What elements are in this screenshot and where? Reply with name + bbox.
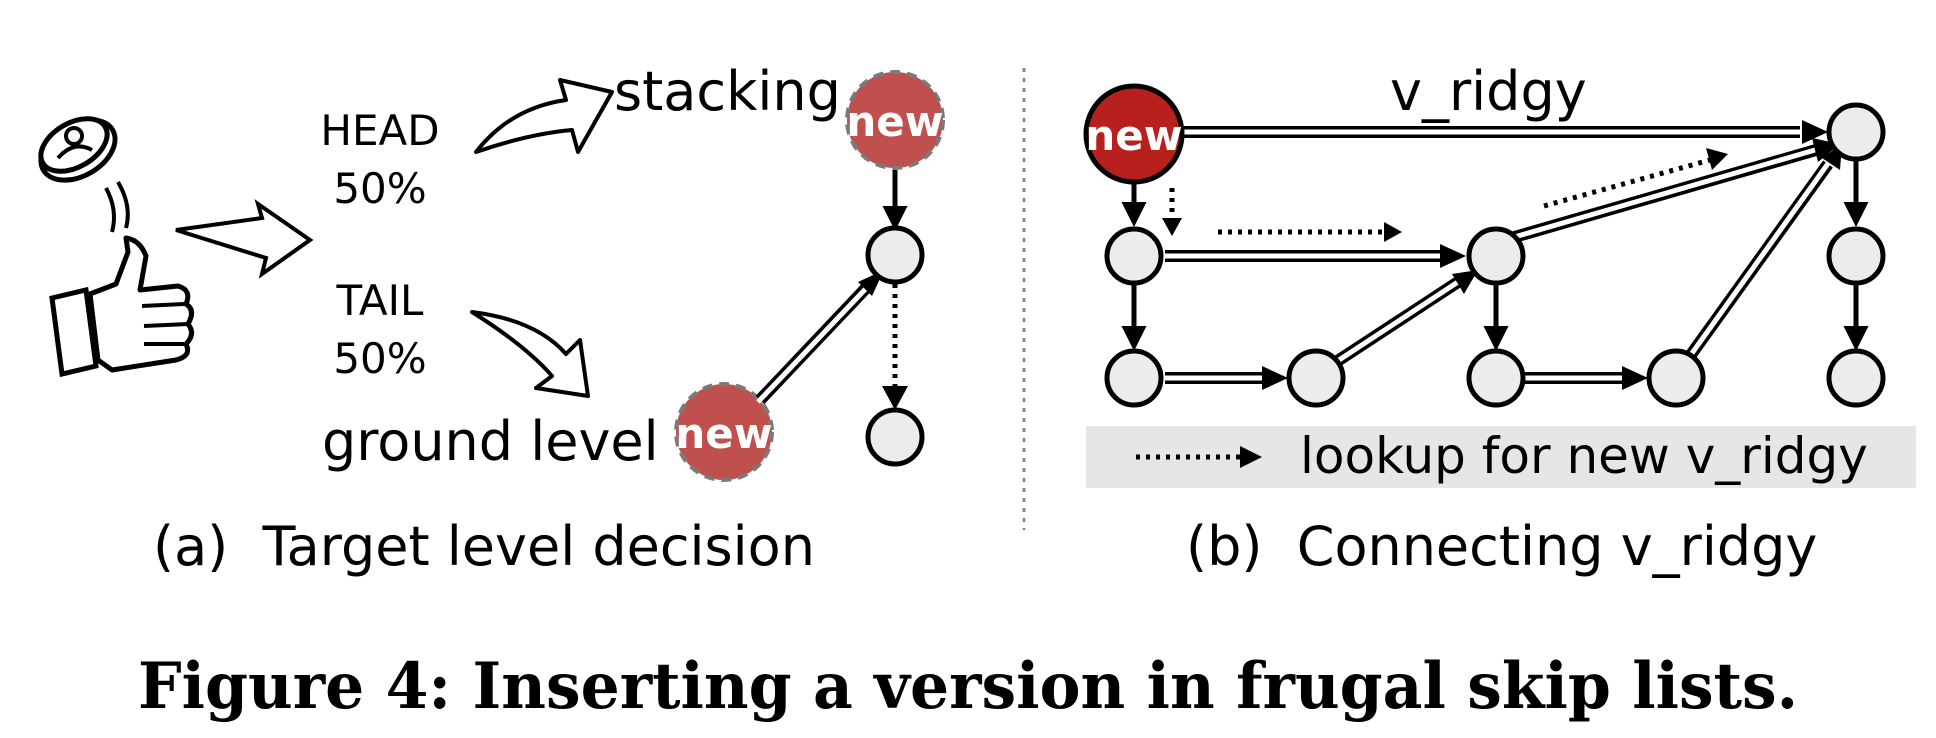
skip-node [1104,226,1164,286]
skip-node [1286,348,1346,408]
caption-a: (a) Target level decision [153,515,815,578]
legend-text: lookup for new v_ridgy [1300,427,1868,485]
svg-text:new: new [846,97,943,146]
skip-node [1104,348,1164,408]
curved-arrow-down-icon [470,310,590,398]
figure-caption: Figure 4: Inserting a version in frugal … [138,649,1798,724]
tail-label: TAIL [336,276,425,325]
new-node-top: new [845,70,945,170]
thumbs-up-icon [49,235,194,378]
skip-node [1466,348,1526,408]
panel-b: new v_ridgy lookup for new v_ridgy (b) C… [1083,60,1916,578]
panel-a: HEAD 50% TAIL 50% stacking ground level … [38,60,945,578]
edge-new-bottom-to-node [756,278,876,404]
skip-node [1466,226,1526,286]
coin-icon [38,116,130,233]
new-node-bottom: new [674,382,774,482]
skip-node [1826,102,1886,162]
head-label: HEAD [320,106,439,155]
new-node-b: new [1083,83,1185,185]
ground-level-label: ground level [322,410,659,473]
tail-percentage: 50% [333,334,426,383]
skip-node [865,225,925,285]
curved-arrow-up-icon [474,78,614,154]
svg-text:new: new [675,409,772,458]
v-ridgy-label: v_ridgy [1390,60,1587,123]
skip-node [1826,348,1886,408]
stacking-label: stacking [614,60,841,123]
skip-node [1826,226,1886,286]
legend: lookup for new v_ridgy [1086,426,1916,488]
double-edges [1165,120,1842,390]
svg-text:new: new [1085,111,1182,160]
skip-node [865,407,925,467]
head-percentage: 50% [333,164,426,213]
skip-node [1646,348,1706,408]
flip-arrow-icon [175,199,314,279]
caption-b: (b) Connecting v_ridgy [1186,515,1817,578]
